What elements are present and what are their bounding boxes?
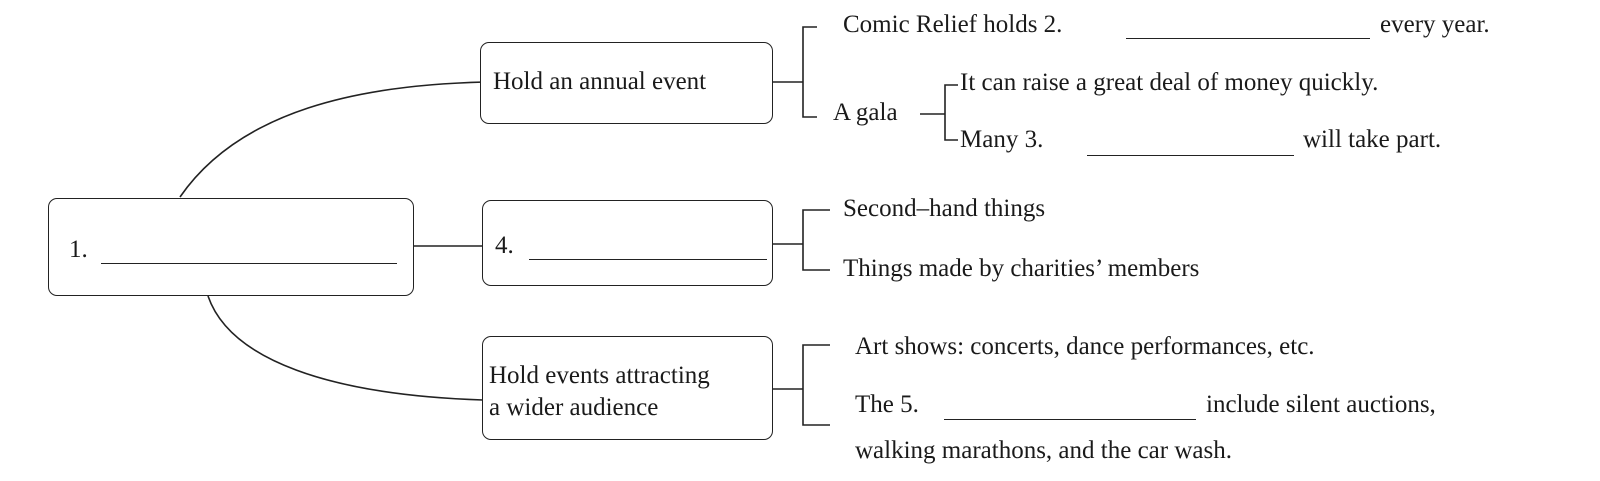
root-node: 1. xyxy=(48,198,414,296)
gala-item-many-after: will take part. xyxy=(1303,126,1442,153)
comic-relief-text-before: Comic Relief holds 2. xyxy=(843,11,1063,38)
second-hand-things: Second–hand things xyxy=(843,195,1046,222)
branch-item4: 4. xyxy=(482,200,773,286)
blank-3[interactable] xyxy=(1087,155,1294,156)
bracket-gala xyxy=(944,84,958,141)
fundraisers-text-after: include silent auctions, xyxy=(1206,391,1436,418)
gala-label: A gala xyxy=(833,99,898,126)
things-made-by-members: Things made by charities’ members xyxy=(843,255,1200,282)
root-blank[interactable] xyxy=(101,263,397,264)
bracket-item4 xyxy=(802,209,830,271)
blank-4[interactable] xyxy=(529,259,767,260)
blank-2[interactable] xyxy=(1126,38,1370,39)
bracket-wider-audience xyxy=(802,344,830,426)
branch-item4-label: 4. xyxy=(495,232,514,259)
branch-wider-audience: Hold events attracting a wider audience xyxy=(482,336,773,440)
fundraisers-text-line2: walking marathons, and the car wash. xyxy=(855,437,1232,464)
fundraisers-text-before: The 5. xyxy=(855,391,919,418)
connector-root-to-wider-audience xyxy=(207,295,484,401)
bracket-annual-event xyxy=(802,26,817,118)
branch-annual-event: Hold an annual event xyxy=(480,42,773,124)
branch-wider-audience-line1: Hold events attracting xyxy=(489,362,710,389)
branch-annual-event-label: Hold an annual event xyxy=(493,68,707,95)
connector-root-to-annual-event xyxy=(179,81,486,198)
branch-wider-audience-line2: a wider audience xyxy=(489,394,659,421)
gala-item-many-before: Many 3. xyxy=(960,126,1044,153)
gala-item-money: It can raise a great deal of money quick… xyxy=(960,69,1379,96)
blank-5[interactable] xyxy=(944,419,1196,420)
root-label: 1. xyxy=(69,236,88,263)
comic-relief-text-after: every year. xyxy=(1380,11,1490,38)
art-shows: Art shows: concerts, dance performances,… xyxy=(855,333,1315,360)
